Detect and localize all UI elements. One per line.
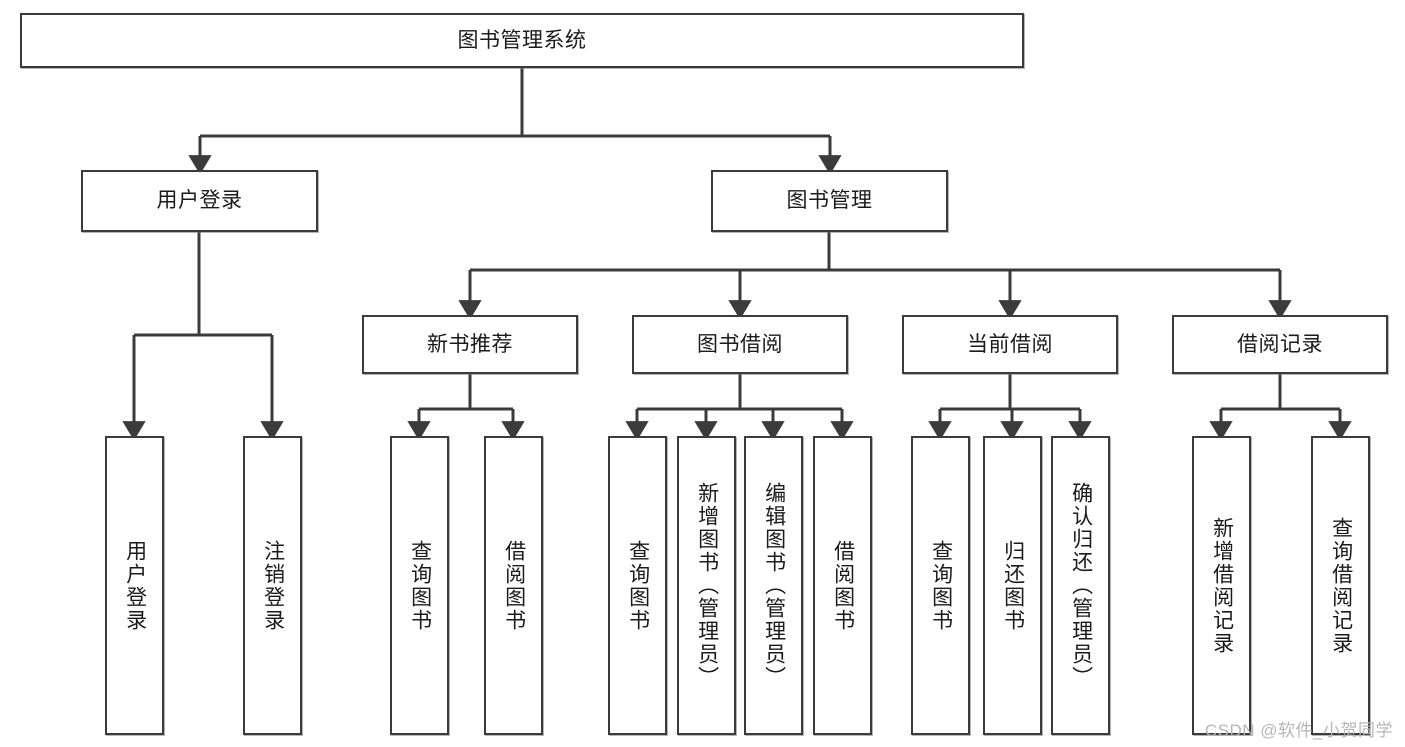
node-label: 图书借阅 <box>697 332 783 356</box>
node-label: 借阅图书 <box>502 539 526 632</box>
watermark-text: CSDN @软件_小贺同学 <box>1204 721 1393 740</box>
leaf-add-book[interactable]: 新增图书（管理员） <box>677 436 736 735</box>
node-book-borrow[interactable]: 图书借阅 <box>632 315 848 374</box>
node-book-manage[interactable]: 图书管理 <box>711 170 948 232</box>
node-label: 用户登录 <box>156 189 243 213</box>
node-current-borrow[interactable]: 当前借阅 <box>902 315 1118 374</box>
leaf-user-logout[interactable]: 注销登录 <box>243 436 302 735</box>
node-label: 借阅图书 <box>831 539 855 632</box>
node-borrow-record[interactable]: 借阅记录 <box>1172 315 1388 374</box>
leaf-borrow-book-1[interactable]: 借阅图书 <box>484 436 543 735</box>
node-label: 编辑图书（管理员） <box>762 482 786 689</box>
node-label: 查询图书 <box>929 539 953 632</box>
node-label: 图书管理系统 <box>457 28 587 52</box>
node-label: 归还图书 <box>1001 539 1025 632</box>
leaf-query-record[interactable]: 查询借阅记录 <box>1311 436 1370 735</box>
node-label: 借阅记录 <box>1237 332 1323 356</box>
node-label: 当前借阅 <box>967 332 1053 356</box>
leaf-edit-book[interactable]: 编辑图书（管理员） <box>744 436 803 735</box>
node-label: 确认归还（管理员） <box>1069 482 1093 689</box>
node-root[interactable]: 图书管理系统 <box>20 13 1024 68</box>
leaf-return-book[interactable]: 归还图书 <box>983 436 1042 735</box>
node-label: 新书推荐 <box>427 332 513 356</box>
leaf-query-book-1[interactable]: 查询图书 <box>390 436 449 735</box>
node-new-book-recommend[interactable]: 新书推荐 <box>362 315 578 374</box>
node-label: 查询借阅记录 <box>1329 516 1353 655</box>
node-user-login[interactable]: 用户登录 <box>81 170 318 232</box>
node-label: 新增图书（管理员） <box>695 482 719 689</box>
node-label: 注销登录 <box>261 539 285 632</box>
node-label: 用户登录 <box>123 539 147 632</box>
node-label: 新增借阅记录 <box>1210 516 1234 655</box>
leaf-add-record[interactable]: 新增借阅记录 <box>1192 436 1251 735</box>
leaf-query-book-2[interactable]: 查询图书 <box>608 436 667 735</box>
node-label: 图书管理 <box>786 189 873 213</box>
node-label: 查询图书 <box>626 539 650 632</box>
leaf-borrow-book-2[interactable]: 借阅图书 <box>813 436 872 735</box>
leaf-confirm-return[interactable]: 确认归还（管理员） <box>1051 436 1110 735</box>
leaf-query-book-3[interactable]: 查询图书 <box>911 436 970 735</box>
node-label: 查询图书 <box>408 539 432 632</box>
leaf-user-login[interactable]: 用户登录 <box>105 436 164 735</box>
